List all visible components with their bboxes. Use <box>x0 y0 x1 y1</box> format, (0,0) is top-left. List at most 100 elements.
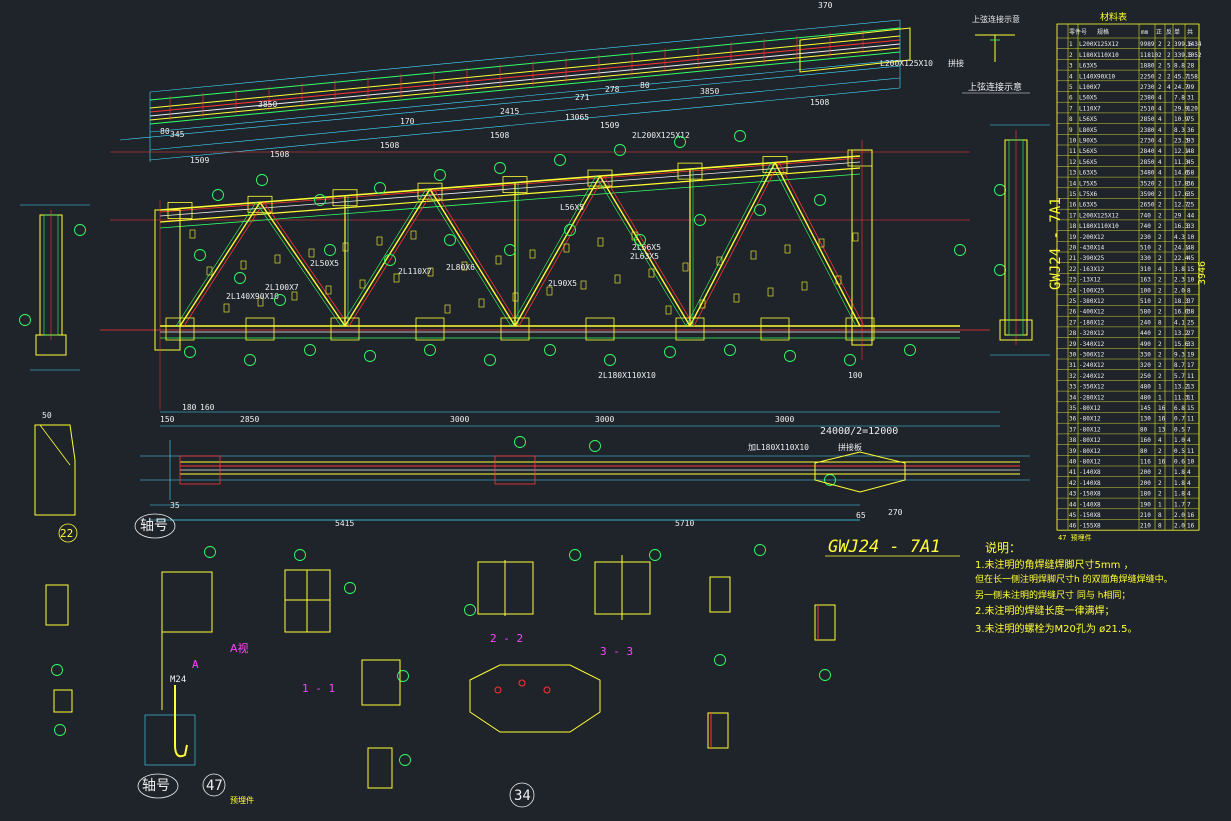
table-cell: 8 <box>1069 116 1073 123</box>
table-cell: 8.8 <box>1174 63 1185 70</box>
table-cell: 1 <box>1158 384 1162 391</box>
table-cell: 2.3 <box>1174 277 1185 284</box>
part-bubble <box>204 546 216 558</box>
table-cell: 2 <box>1158 223 1162 230</box>
table-cell: 10.9 <box>1174 116 1189 123</box>
member-label: 2L200X125X12 <box>632 131 690 140</box>
part-bubble <box>364 350 376 362</box>
table-cell: 2 <box>1158 255 1162 262</box>
table-cell: 80 <box>1140 448 1148 455</box>
table-cell: 38 <box>1069 437 1077 444</box>
top-dimension: 271 <box>575 93 590 102</box>
part-bubble <box>314 194 326 206</box>
table-cell: 10 <box>1187 459 1195 466</box>
table-cell: 2 <box>1158 52 1162 59</box>
table-cell: -430X14 <box>1079 245 1105 252</box>
part-bubble <box>234 272 246 284</box>
table-cell: 3590 <box>1140 191 1155 198</box>
table-cell: 2 <box>1167 52 1171 59</box>
table-cell: 23 <box>1069 277 1077 284</box>
table-cell: 2 <box>1158 202 1162 209</box>
table-cell: 2 <box>1158 245 1162 252</box>
table-cell: 4 <box>1158 437 1162 444</box>
table-cell: 21 <box>1069 255 1077 262</box>
table-cell: 0.7 <box>1174 416 1185 423</box>
bottom-dimension: 2850 <box>240 415 259 424</box>
table-cell: 330 <box>1140 352 1151 359</box>
table-cell: 310 <box>1140 266 1151 273</box>
table-cell: -150X8 <box>1079 512 1101 519</box>
table-cell: 510 <box>1140 245 1151 252</box>
table-cell: 158 <box>1187 73 1198 80</box>
table-cell: 4 <box>1069 73 1073 80</box>
side-dim: 3946 <box>1197 261 1208 285</box>
bottom-dimension: 3000 <box>775 415 794 424</box>
part-bubble <box>424 344 436 356</box>
table-cell: 11.3 <box>1174 159 1189 166</box>
table-header: 反 <box>1166 28 1172 36</box>
part-bubble <box>244 354 256 366</box>
part-bubble <box>294 549 306 561</box>
bottom-dimension: 5710 <box>675 519 694 528</box>
table-cell: 23.3 <box>1174 138 1189 145</box>
table-cell: 24 <box>1069 287 1077 294</box>
table-cell: 8 <box>1187 287 1191 294</box>
table-cell: 0.5 <box>1174 426 1185 433</box>
table-cell: 14 <box>1069 180 1077 187</box>
table-cell: 740 <box>1140 212 1151 219</box>
part-bubble <box>554 154 566 166</box>
part-note: 47 预埋件 <box>1058 533 1092 542</box>
table-cell: 29.9 <box>1174 105 1189 112</box>
table-cell: 2 <box>1158 63 1162 70</box>
table-cell: 26 <box>1069 309 1077 316</box>
table-cell: 240 <box>1140 319 1151 326</box>
bottom-chord-plan-view <box>140 440 1030 521</box>
table-cell: 2 <box>1158 234 1162 241</box>
table-cell: 2850 <box>1140 116 1155 123</box>
table-cell: 75 <box>1187 116 1195 123</box>
member-label: 2L50X5 <box>310 259 339 268</box>
part-bubble <box>444 234 456 246</box>
table-cell: 37 <box>1069 426 1077 433</box>
table-header: 零件号 <box>1069 28 1087 36</box>
part-bubble <box>434 169 446 181</box>
top-dimension: 3850 <box>258 100 277 109</box>
bottom-splice-note: 拼接板 <box>838 442 862 452</box>
part-bubble <box>194 249 206 261</box>
table-cell: 5 <box>1167 63 1171 70</box>
table-header: 共 <box>1187 28 1193 36</box>
table-cell: 0.5 <box>1174 448 1185 455</box>
part-bubble <box>844 354 856 366</box>
table-cell: 41 <box>1069 469 1077 476</box>
table-cell: 490 <box>1140 341 1151 348</box>
table-cell: L63X5 <box>1079 202 1097 209</box>
table-cell: L100X7 <box>1079 84 1101 91</box>
part-bubble <box>754 204 766 216</box>
table-cell: 2 <box>1158 287 1162 294</box>
table-cell: 29 <box>1174 212 1182 219</box>
table-cell: 200 <box>1140 469 1151 476</box>
top-dimension: 80 <box>640 81 650 90</box>
table-cell: 3 <box>1069 63 1073 70</box>
table-cell: 7 <box>1187 426 1191 433</box>
table-cell: 45 <box>1187 159 1195 166</box>
member-label: 2L110X7 <box>398 267 432 276</box>
weld-detail: 上弦连接示意 上弦连接示意 <box>962 14 1030 94</box>
table-cell: 80 <box>1140 426 1148 433</box>
table-cell: 1.7 <box>1174 501 1185 508</box>
part-bubble <box>304 344 316 356</box>
table-cell: 4 <box>1187 469 1191 476</box>
table-cell: L63X5 <box>1079 63 1097 70</box>
table-cell: 22.4 <box>1174 255 1189 262</box>
table-cell: 8 <box>1158 319 1162 326</box>
table-cell: 11.3 <box>1174 394 1189 401</box>
part-bubble <box>19 314 31 326</box>
axis-label-1: 轴号 <box>140 518 168 534</box>
table-cell: L56X5 <box>1079 148 1097 155</box>
weld-title: 上弦连接示意 <box>972 14 1020 24</box>
view-a-arrow: A <box>192 658 199 671</box>
bottom-dimension: 150 <box>160 415 175 424</box>
section-1-1-label: 1 - 1 <box>302 682 335 695</box>
